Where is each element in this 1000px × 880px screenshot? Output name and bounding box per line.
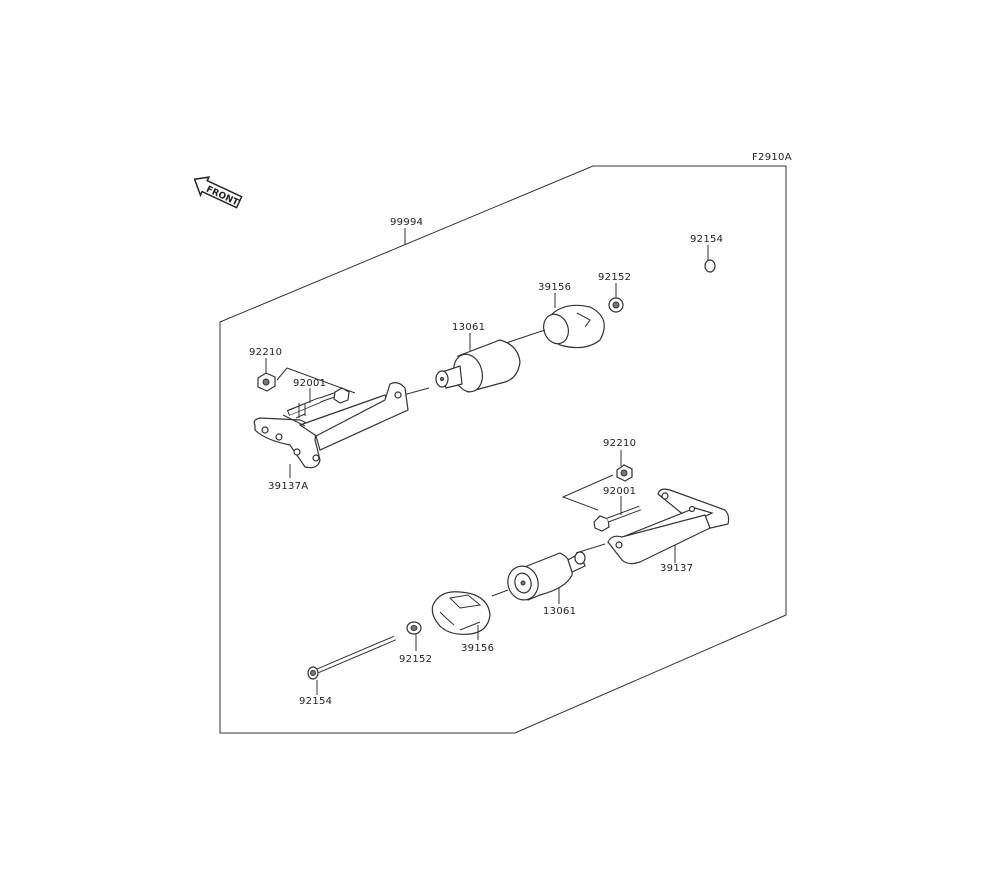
bolt-92154-upper: 92154	[639, 234, 723, 300]
label-39156: 39156	[538, 282, 571, 293]
label-92152-lower: 92152	[399, 654, 432, 665]
bracket-39137A: 39137A	[253, 382, 409, 492]
label-13061-lower: 13061	[543, 606, 576, 617]
bolt-92001-upper: 92001	[286, 378, 350, 419]
label-39137A: 39137A	[268, 481, 308, 492]
bracket-39137: 39137	[575, 488, 730, 574]
label-39137: 39137	[660, 563, 693, 574]
bolt-92001-lower: 92001	[593, 486, 641, 532]
lower-assembly: 92210 92001 39137	[299, 438, 730, 707]
label-92210: 92210	[249, 347, 282, 358]
label-92001: 92001	[293, 378, 326, 389]
nut-92210-upper: 92210	[249, 347, 356, 394]
label-92154: 92154	[690, 234, 723, 245]
assembly-boundary	[219, 165, 787, 734]
figure-code: F2910A	[752, 152, 792, 163]
label-92152: 92152	[598, 272, 631, 283]
upper-assembly: 92154 92152 39156 13061	[249, 234, 723, 492]
bolt-92154-lower: 92154	[299, 635, 396, 707]
front-arrow-icon: FRONT	[193, 176, 243, 209]
cap-39156-upper: 39156	[502, 282, 605, 349]
label-39156-lower: 39156	[461, 643, 494, 654]
cap-39156-lower: 39156	[431, 591, 494, 654]
label-92154-lower: 92154	[299, 696, 332, 707]
label-92001-lower: 92001	[603, 486, 636, 497]
label-92210-lower: 92210	[603, 438, 636, 449]
slider-13061-upper: 13061	[384, 322, 521, 401]
label-13061: 13061	[452, 322, 485, 333]
label-99994: 99994	[390, 217, 423, 228]
collar-92152-upper: 92152	[598, 272, 631, 313]
nut-92210-lower: 92210	[561, 438, 636, 511]
slider-13061-lower: 13061	[491, 551, 586, 617]
collar-92152-lower: 92152	[399, 621, 432, 665]
